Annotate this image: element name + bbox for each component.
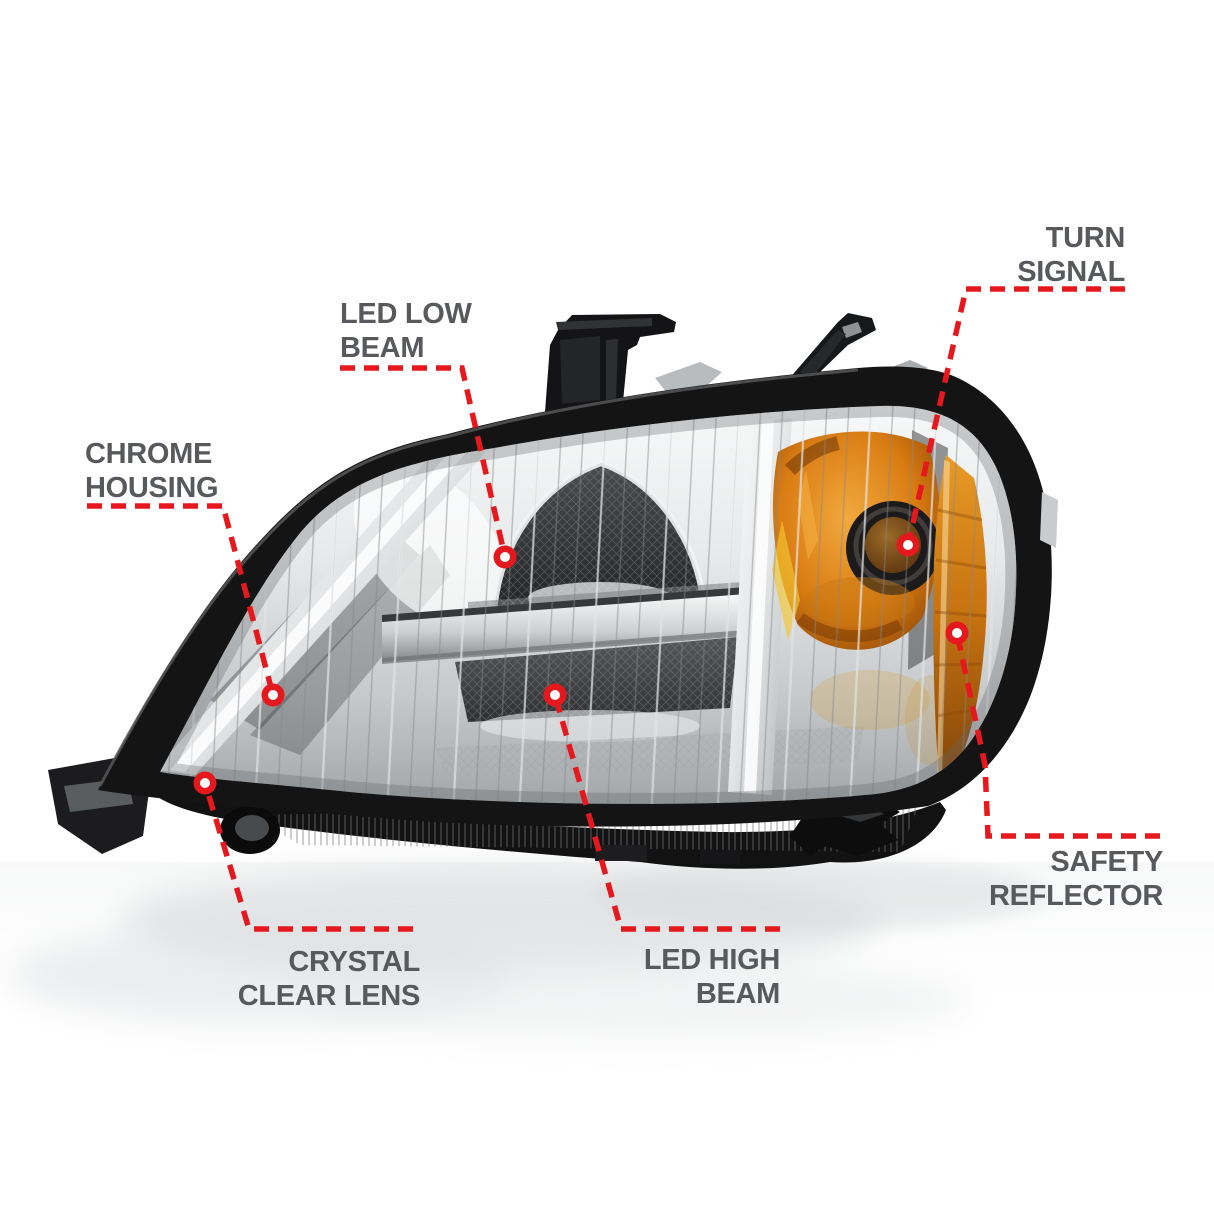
side-marker-glint xyxy=(1040,492,1058,548)
mounting-bracket-left xyxy=(545,314,676,412)
mounting-bracket-right xyxy=(788,313,876,382)
floor-reflection xyxy=(0,860,1214,1040)
lens xyxy=(160,405,1017,804)
